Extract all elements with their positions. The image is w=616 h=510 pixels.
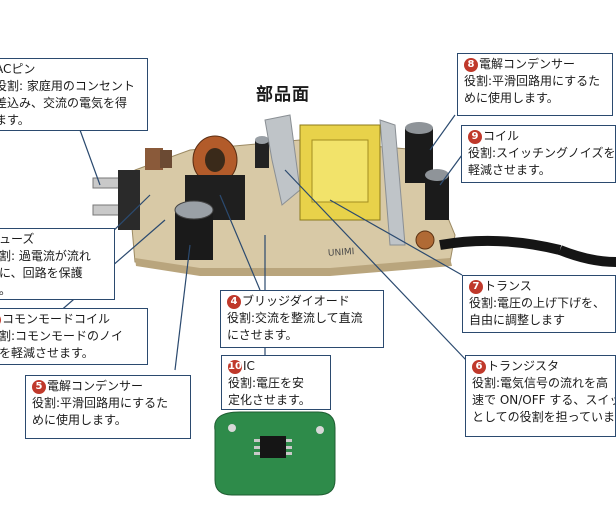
callout-title: ブリッジダイオード xyxy=(242,294,350,308)
callout-line: 自由に調整します xyxy=(469,313,566,327)
callout-line: にさせます。 xyxy=(227,328,298,342)
callout-line: 定化させます。 xyxy=(228,393,311,407)
callout-ic: 10IC 役割:電圧を安 定化させます。 xyxy=(221,355,331,410)
number-badge: 4 xyxy=(227,295,241,309)
callout-title: ヒューズ xyxy=(0,232,35,246)
callout-title: 電解コンデンサー xyxy=(47,379,144,393)
callout-title: トランス xyxy=(484,279,532,293)
callout-ac-pin: ACピン 役割: 家庭用のコンセント 差込み、交流の電気を得 ます。 xyxy=(0,58,148,131)
board-silkscreen-label: UNIMI xyxy=(327,247,355,259)
callout-line: 役割:平滑回路用にするた xyxy=(464,74,601,88)
number-badge: 5 xyxy=(32,380,46,394)
callout-title: 電解コンデンサー xyxy=(479,57,576,71)
page-heading: 部品面 xyxy=(256,85,310,105)
callout-line: 役割: 過電流が流れ xyxy=(0,249,91,263)
number-badge: 8 xyxy=(464,58,478,72)
callout-title: コイル xyxy=(483,129,520,143)
number-badge: 7 xyxy=(469,280,483,294)
callout-line: 役割:電気信号の流れを高 xyxy=(472,376,609,390)
number-badge: 6 xyxy=(472,360,486,374)
number-badge: 9 xyxy=(468,130,482,144)
callout-title: トランジスタ xyxy=(487,359,560,373)
callout-fuse: ヒューズ 役割: 過電流が流れ 時に、回路を保護 る。 xyxy=(0,228,115,300)
callout-title: コモンモードコイル xyxy=(2,312,111,326)
callout-line: 役割:交流を整流して直流 xyxy=(227,311,363,325)
callout-line: ます。 xyxy=(0,113,30,127)
callout-line: 役割:平滑回路用にするた xyxy=(32,396,169,410)
callout-line: 軽減させます。 xyxy=(468,163,551,177)
callout-line: めに使用します。 xyxy=(464,91,559,105)
callout-line: 役割:スイッチングノイズを xyxy=(468,146,616,160)
callout-line: 時に、回路を保護 xyxy=(0,266,83,280)
number-badge: 3 xyxy=(0,313,1,327)
callout-line: 役割: 家庭用のコンセント xyxy=(0,79,135,93)
callout-line: めに使用します。 xyxy=(32,413,127,427)
callout-title: ACピン xyxy=(0,62,36,76)
callout-line: 差込み、交流の電気を得 xyxy=(0,96,128,110)
callout-line: としての役割を担っています。 xyxy=(472,410,616,424)
callout-line: 速で ON/OFF する、スイッチ xyxy=(472,393,615,407)
callout-line: 役割:電圧の上げ下げを、 xyxy=(469,296,606,310)
callout-line: る。 xyxy=(0,283,12,297)
number-badge: 10 xyxy=(228,360,242,374)
callout-title: IC xyxy=(243,359,255,373)
callout-line: 役割:電圧を安 xyxy=(228,376,305,390)
callout-line: 役割:コモンモードのノイ xyxy=(0,329,124,343)
